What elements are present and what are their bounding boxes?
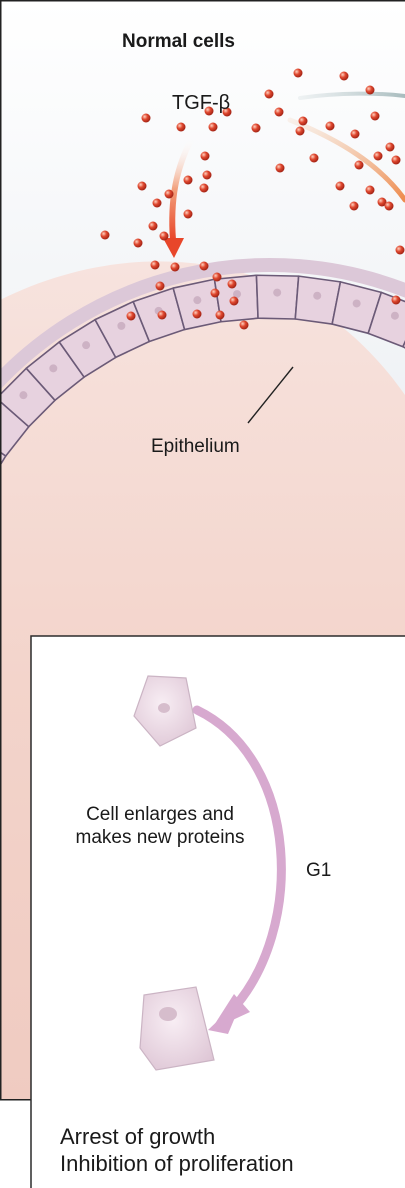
tgf-beta-molecule [350, 202, 359, 211]
tgf-beta-molecule [252, 124, 261, 133]
tgf-beta-molecule [200, 262, 209, 271]
tgf-beta-molecule [392, 296, 401, 305]
tgf-beta-molecule [151, 261, 160, 270]
tgf-beta-molecule [392, 156, 401, 165]
outcome-line-1: Arrest of growth [60, 1123, 294, 1150]
tgf-beta-molecule [340, 72, 349, 81]
tgf-beta-molecule [265, 90, 274, 99]
tgf-beta-molecule [336, 182, 345, 191]
g1-stage-description: Cell enlarges and makes new proteins [60, 803, 260, 849]
outcome-text: Arrest of growth Inhibition of prolifera… [60, 1123, 294, 1177]
tgf-beta-molecule [171, 263, 180, 272]
cell-nucleus [117, 322, 125, 330]
tgf-beta-molecule [203, 171, 212, 180]
tgf-beta-molecule [149, 222, 158, 231]
tgf-beta-molecule [385, 202, 394, 211]
tgf-beta-molecule [200, 184, 209, 193]
epithelium-label: Epithelium [151, 436, 240, 458]
tgf-beta-molecule [366, 186, 375, 195]
tgf-beta-molecule [366, 86, 375, 95]
tgf-beta-molecule [101, 231, 110, 240]
tgf-beta-molecule [156, 282, 165, 291]
tgf-beta-molecule [201, 152, 210, 161]
tgf-beta-molecule [158, 311, 167, 320]
cell-nucleus [353, 299, 361, 307]
tgf-beta-molecule [294, 69, 303, 78]
tgf-beta-molecule [211, 289, 220, 298]
tgf-beta-molecule [374, 152, 383, 161]
tgf-beta-molecule [160, 232, 169, 241]
tgf-beta-molecule [240, 321, 249, 330]
tgf-beta-molecule [230, 297, 239, 306]
tgf-beta-molecule [276, 164, 285, 173]
tgf-beta-molecule [138, 182, 147, 191]
tgf-beta-molecule [326, 122, 335, 131]
tgf-beta-molecule [209, 123, 218, 132]
g1-phase-label: G1 [306, 860, 331, 882]
tgf-beta-molecule [396, 246, 405, 255]
tgf-beta-molecule [355, 161, 364, 170]
cell-nucleus [313, 292, 321, 300]
tgf-beta-molecule [184, 210, 193, 219]
tgf-beta-molecule [296, 127, 305, 136]
cell-nucleus [19, 391, 27, 399]
outcome-line-2: Inhibition of proliferation [60, 1150, 294, 1177]
tgf-beta-molecule [184, 176, 193, 185]
cell-nucleus [49, 364, 57, 372]
tgf-beta-molecule [386, 143, 395, 152]
tgf-beta-molecule [228, 280, 237, 289]
cell-nucleus [273, 289, 281, 297]
tgf-beta-label: TGF-β [172, 92, 230, 115]
tgf-beta-molecule [216, 311, 225, 320]
tgf-beta-molecule [134, 239, 143, 248]
tgf-beta-molecule [165, 190, 174, 199]
tgf-beta-molecule [371, 112, 380, 121]
tgf-beta-molecule [153, 199, 162, 208]
epithelial-cell [256, 275, 298, 319]
cell-nucleus [82, 341, 90, 349]
tgf-beta-molecule [275, 108, 284, 117]
panel-title: Normal cells [122, 31, 235, 53]
tgf-beta-molecule [177, 123, 186, 132]
tgf-beta-molecule [213, 273, 222, 282]
tgf-beta-molecule [351, 130, 360, 139]
tgf-beta-molecule [310, 154, 319, 163]
tgf-beta-molecule [193, 310, 202, 319]
tgf-beta-molecule [127, 312, 136, 321]
cell-nucleus [391, 312, 399, 320]
cell-nucleus [193, 296, 201, 304]
tgf-beta-molecule [299, 117, 308, 126]
tgf-beta-molecule [142, 114, 151, 123]
